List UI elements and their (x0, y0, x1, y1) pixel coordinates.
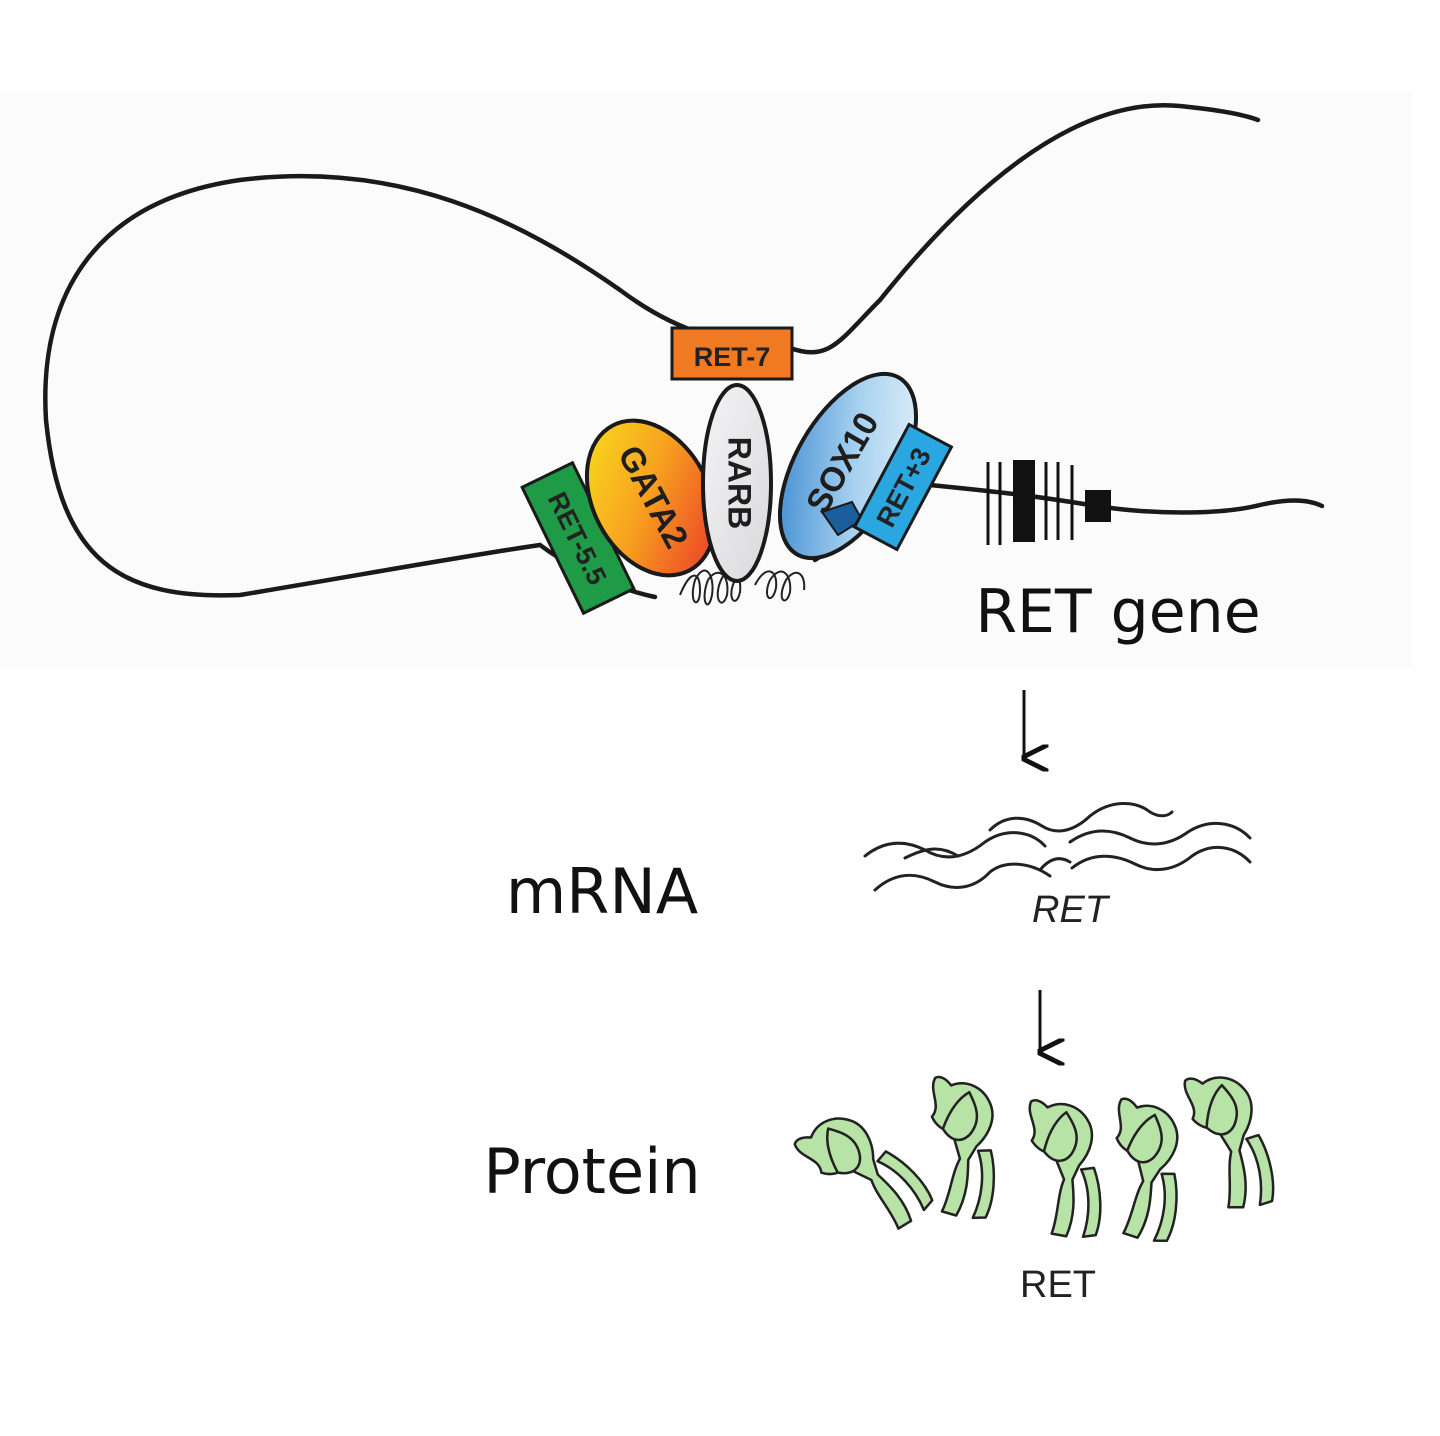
protein-label: Protein (483, 1135, 700, 1208)
ret-protein-1 (791, 1094, 938, 1249)
enhancer-ret-minus7-label: RET-7 (694, 342, 771, 372)
factor-rarb: RARB (701, 383, 773, 583)
factor-rarb-label: RARB (722, 437, 758, 529)
ret-gene-exons (986, 460, 1111, 545)
ret-protein-3 (1024, 1098, 1106, 1239)
mrna-label: mRNA (506, 855, 698, 928)
ret-proteins (791, 1067, 1278, 1249)
protein-ret-label: RET (1020, 1264, 1096, 1306)
ret-gene-label: RET gene (975, 577, 1260, 647)
ret-protein-5 (1182, 1067, 1278, 1215)
enhancer-ret-minus7: RET-7 (670, 326, 794, 381)
ret-protein-4 (1095, 1096, 1195, 1245)
dna-strand-upper (43, 102, 1261, 600)
enhancer-ret-minus5-5: RET-5.5 (520, 460, 636, 616)
mrna-ret-label: RET (1032, 889, 1111, 931)
factor-gata2: GATA2 (584, 418, 718, 578)
mrna-strands (863, 801, 1252, 892)
factor-sox10: SOX10 (777, 371, 919, 561)
